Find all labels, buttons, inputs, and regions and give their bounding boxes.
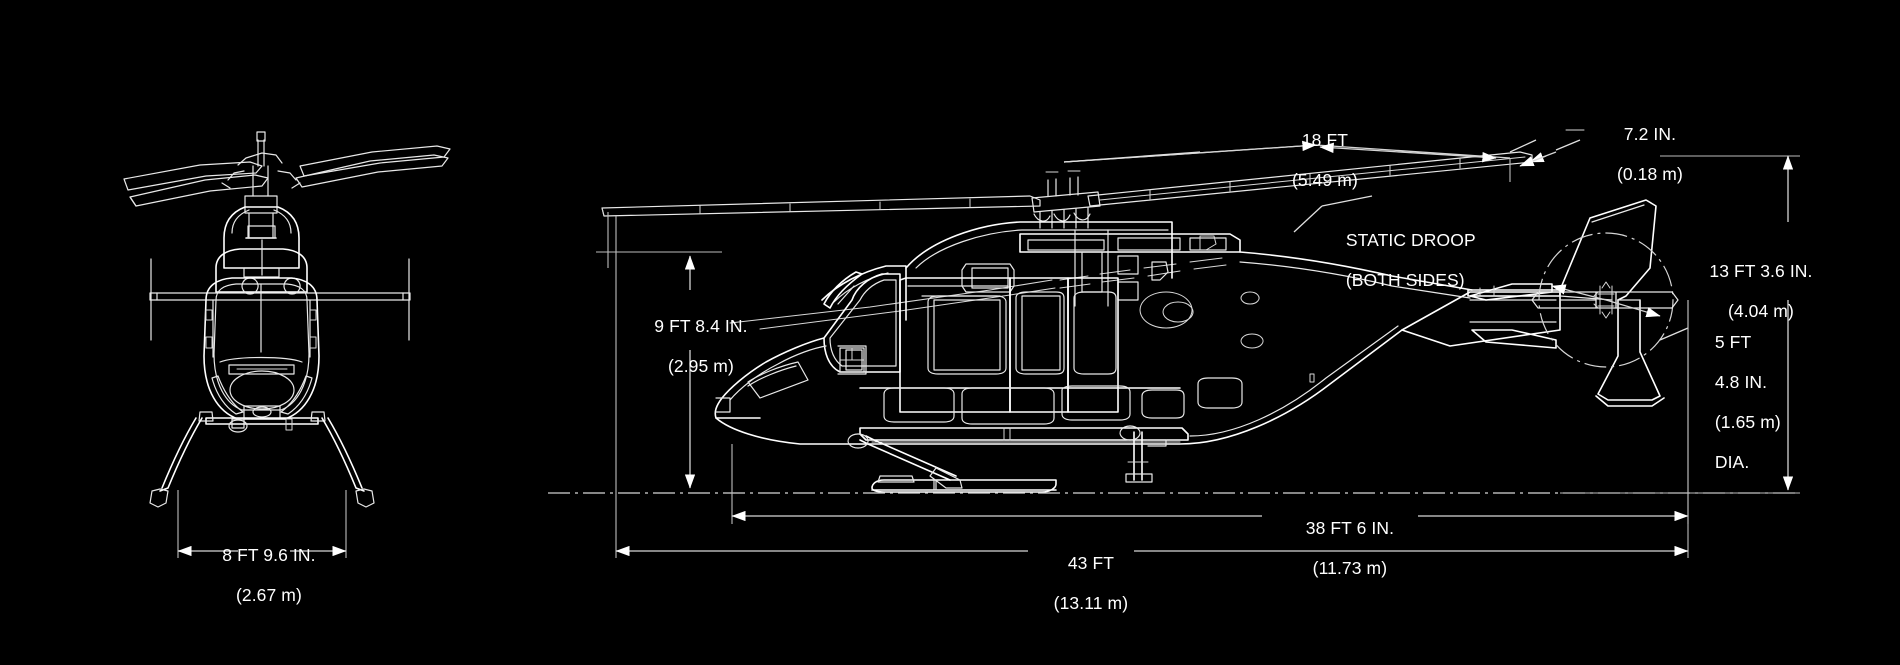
rotor-radius-dimension-label: 18 FT (5.49 m) — [1258, 110, 1372, 210]
overall-length-metric: (13.11 m) — [1053, 593, 1129, 613]
side-view-group — [548, 129, 1800, 558]
tail-height-imperial: 13 FT 3.6 IN. — [1709, 261, 1813, 281]
overall-length-imperial: 43 FT — [1067, 553, 1115, 573]
front-width-dimension — [177, 490, 347, 558]
overall-height-dimension-label: 9 FT 8.4 IN. (2.95 m) — [618, 296, 764, 396]
static-droop-leader — [1293, 195, 1373, 233]
static-droop-note: STATIC DROOP (BOTH SIDES) — [1326, 210, 1506, 310]
tail-rotor-imperial: 5 FT — [1714, 332, 1752, 352]
rotor-radius-imperial: 18 FT — [1301, 130, 1349, 150]
rotor-radius-metric: (5.49 m) — [1291, 170, 1358, 190]
side-landing-skids — [847, 425, 1167, 493]
front-nose-chin — [211, 356, 313, 420]
rotor-radius-dimension — [607, 140, 1511, 268]
overall-height-metric: (2.95 m) — [667, 356, 734, 376]
tail-clearance-metric: (0.18 m) — [1616, 164, 1683, 184]
side-cabin-windows — [899, 277, 1119, 413]
height-dimension — [596, 251, 722, 489]
front-view-group — [123, 131, 451, 558]
tail-height-metric: (4.04 m) — [1727, 301, 1794, 321]
front-horizontal-stabilizer — [149, 258, 411, 341]
side-main-rotor-blade-left — [601, 195, 1041, 217]
tail-rotor-suffix: DIA. — [1714, 452, 1750, 472]
tail-height-dimension — [1560, 155, 1800, 494]
side-lower-fairings — [859, 377, 1243, 443]
overall-length-dimension — [615, 216, 1689, 558]
tail-rotor-metric: (1.65 m) — [1714, 412, 1781, 432]
fuselage-length-metric: (11.73 m) — [1312, 558, 1388, 578]
tail-clearance-dimension-label: 7.2 IN. (0.18 m) — [1584, 104, 1696, 204]
front-main-rotor-blades — [123, 145, 451, 207]
front-engine-cowling — [223, 206, 300, 269]
tail-clearance-dimension — [1509, 129, 1585, 167]
fuselage-length-dimension-label: 38 FT 6 IN. (11.73 m) — [1262, 498, 1418, 598]
front-width-dimension-label: 8 FT 9.6 IN. (2.67 m) — [198, 525, 320, 625]
static-droop-line-2: (BOTH SIDES) — [1345, 270, 1465, 290]
side-engine-deck — [1019, 233, 1241, 253]
tail-rotor-dia-leader — [1551, 284, 1689, 341]
side-tail-rotor — [1531, 232, 1679, 368]
front-upper-fuselage — [215, 239, 308, 295]
front-cabin-body — [203, 277, 320, 420]
side-fuselage-lower — [715, 251, 1473, 445]
front-width-metric: (2.67 m) — [235, 585, 302, 605]
side-rotor-hub — [1031, 170, 1101, 229]
side-nose — [714, 337, 827, 419]
front-landing-skids — [149, 411, 375, 508]
tail-rotor-dia-label: 5 FT 4.8 IN. (1.65 m) DIA. — [1695, 312, 1825, 492]
overall-length-dimension-label: 43 FT (13.11 m) — [1026, 533, 1136, 633]
tail-rotor-imperial-2: 4.8 IN. — [1714, 372, 1768, 392]
front-width-imperial: 8 FT 9.6 IN. — [222, 545, 316, 565]
tail-height-dimension-label: 13 FT 3.6 IN. (4.04 m) — [1676, 241, 1826, 341]
tail-clearance-imperial: 7.2 IN. — [1623, 124, 1677, 144]
overall-height-imperial: 9 FT 8.4 IN. — [654, 316, 748, 336]
side-cockpit-canopy — [821, 265, 907, 375]
static-droop-line-1: STATIC DROOP — [1345, 230, 1476, 250]
fuselage-length-imperial: 38 FT 6 IN. — [1305, 518, 1395, 538]
side-vertical-fin — [1559, 199, 1665, 407]
